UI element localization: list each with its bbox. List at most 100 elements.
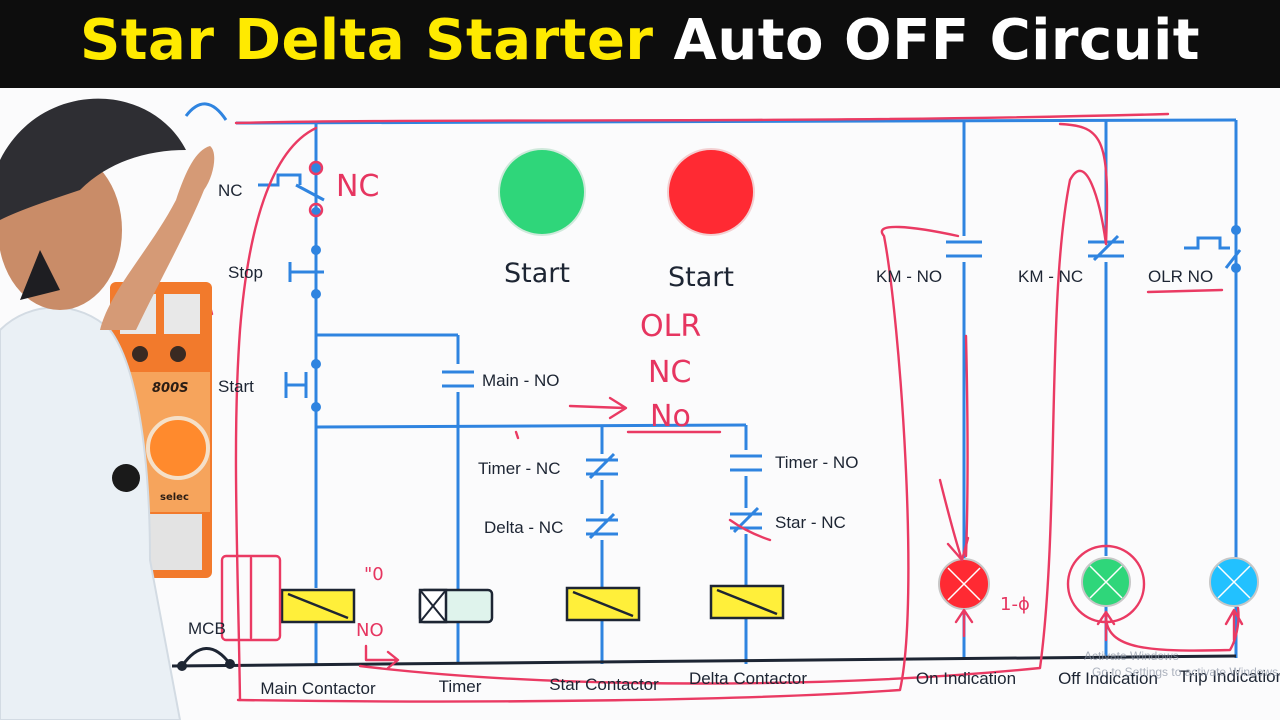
- common-bus-wire: [315, 423, 747, 429]
- label-red-button: Start: [668, 262, 734, 293]
- label-trip-indication: Trip Indication: [1179, 667, 1280, 686]
- presenter-cap: [0, 98, 186, 220]
- mcb-symbol: [180, 647, 232, 667]
- olr-nc-terminal-top: [311, 163, 321, 173]
- label-on-indication: On Indication: [916, 669, 1016, 688]
- mcb-terminal-left: [177, 661, 187, 671]
- timer-no-gap: [728, 450, 764, 476]
- timer-relay-screw-2: [170, 346, 186, 362]
- pen-markings: [204, 112, 1244, 703]
- marker-bottom-loop: [236, 225, 960, 703]
- marker-top-trace: [234, 112, 1170, 125]
- title-banner: Star Delta Starter Auto OFF Circuit: [0, 0, 1280, 88]
- circuit-diagram: NC Stop Start Main - NO Timer - NC Delta…: [0, 98, 1280, 720]
- annotation-phase: 1-ϕ: [1000, 594, 1030, 615]
- contacts: [258, 163, 1242, 540]
- label-km-no: KM - NO: [876, 267, 942, 286]
- off-lamp-x2: [1089, 565, 1123, 599]
- printed-labels: NC Stop Start Main - NO Timer - NC Delta…: [188, 181, 1280, 698]
- marker-nc-dot-top: [308, 160, 324, 176]
- timer-relay-model: 800S: [152, 381, 189, 396]
- start-terminal-top: [311, 359, 321, 369]
- label-delta-contactor: Delta Contactor: [689, 669, 807, 688]
- start-terminal-bottom: [311, 402, 321, 412]
- annotation-olr-nc: NC: [648, 355, 691, 390]
- presenter-figure: [0, 98, 215, 720]
- timer-relay-screw-1: [132, 346, 148, 362]
- label-off-indication: Off Indication: [1058, 669, 1158, 688]
- label-nc: NC: [218, 181, 243, 200]
- title-part-white: Auto OFF Circuit: [673, 8, 1201, 73]
- label-star-nc: Star - NC: [775, 513, 846, 532]
- marker-nc-dot-bottom: [308, 202, 324, 218]
- coils: [280, 584, 785, 624]
- presenter-arm: [100, 146, 215, 330]
- marker-trip-return: [1104, 606, 1240, 652]
- olr-no-blade: [1224, 249, 1242, 269]
- annotation-nc: NC: [336, 169, 379, 204]
- main-coil-slash: [287, 592, 349, 620]
- top-supply-rail: [235, 118, 1237, 125]
- marker-mcb-arrow: [364, 644, 400, 670]
- mcb-terminal-right: [225, 659, 235, 669]
- label-delta-nc: Delta - NC: [484, 518, 563, 537]
- star-nc-slash: [732, 506, 760, 534]
- neutral-rail: [171, 654, 1237, 668]
- marker-return-loop: [358, 169, 1108, 685]
- delta-nc-slash: [588, 512, 616, 540]
- olr-nc-blade: [295, 183, 325, 202]
- label-timer-no: Timer - NO: [775, 453, 858, 472]
- label-start: Start: [218, 377, 254, 396]
- marker-left-loop: [234, 126, 318, 702]
- label-main-contactor: Main Contactor: [260, 679, 376, 698]
- marker-off-loop: [1058, 122, 1109, 246]
- star-coil-slash: [572, 590, 634, 618]
- label-stop: Stop: [228, 263, 263, 282]
- annotation-quote: "0: [364, 564, 384, 585]
- page-title: Star Delta Starter Auto OFF Circuit: [0, 8, 1280, 73]
- marker-on-branch: [964, 334, 969, 558]
- wiring: [171, 118, 1238, 668]
- annotation-olr-no: No: [650, 399, 691, 434]
- km-no-gap: [946, 236, 982, 262]
- label-km-nc: KM - NC: [1018, 267, 1083, 286]
- timer-coil-x2: [419, 589, 447, 623]
- label-timer-nc: Timer - NC: [478, 459, 560, 478]
- label-star-contactor: Star Contactor: [549, 675, 659, 694]
- label-timer: Timer: [439, 677, 482, 696]
- on-lamp-x2: [947, 567, 981, 601]
- olr-nc-actuator: [258, 173, 302, 187]
- label-mcb: MCB: [188, 619, 226, 638]
- label-main-no: Main - NO: [482, 371, 559, 390]
- marker-star-nc: [728, 518, 772, 542]
- timer-relay-brand: selec: [160, 492, 189, 503]
- annotation-olr: OLR: [640, 309, 701, 344]
- handwritten-annotations: NC OLR NC No NO "0 1-ϕ: [336, 169, 1030, 641]
- olr-no-actuator: [1184, 236, 1230, 250]
- stop-terminal-top: [311, 245, 321, 255]
- label-green-button: Start: [504, 258, 570, 289]
- delta-coil-slash: [716, 588, 778, 616]
- timer-relay-terminal-2: [164, 294, 200, 334]
- main-no-gap: [440, 364, 476, 392]
- presenter-microphone: [112, 464, 140, 492]
- km-nc-slash: [1092, 234, 1120, 262]
- trip-lamp-x2: [1217, 565, 1251, 599]
- marker-on-arrow: [938, 478, 970, 562]
- presenter-shirt: [0, 306, 182, 720]
- marker-olr-underline: [1146, 288, 1224, 294]
- olr-no-terminal-bottom: [1231, 263, 1241, 273]
- top-mcb-symbol: [184, 102, 228, 121]
- marker-off-up-arrow: [1096, 610, 1116, 642]
- watermark-line2: Go to Settings to activate Windows.: [1092, 665, 1280, 679]
- indicator-lamps: [938, 557, 1259, 610]
- marker-tick-2: [514, 430, 520, 440]
- title-part-yellow: Star Delta Starter: [79, 8, 654, 73]
- watermark-line1: Activate Windows: [1084, 649, 1179, 663]
- marker-contact-block: [220, 554, 282, 642]
- timer-nc-slash: [588, 452, 616, 480]
- whiteboard: NC Stop Start Main - NO Timer - NC Delta…: [0, 88, 1280, 720]
- presenter-beard: [20, 250, 60, 300]
- marker-right-arrow: [568, 396, 628, 420]
- timer-relay-dial: [146, 416, 210, 480]
